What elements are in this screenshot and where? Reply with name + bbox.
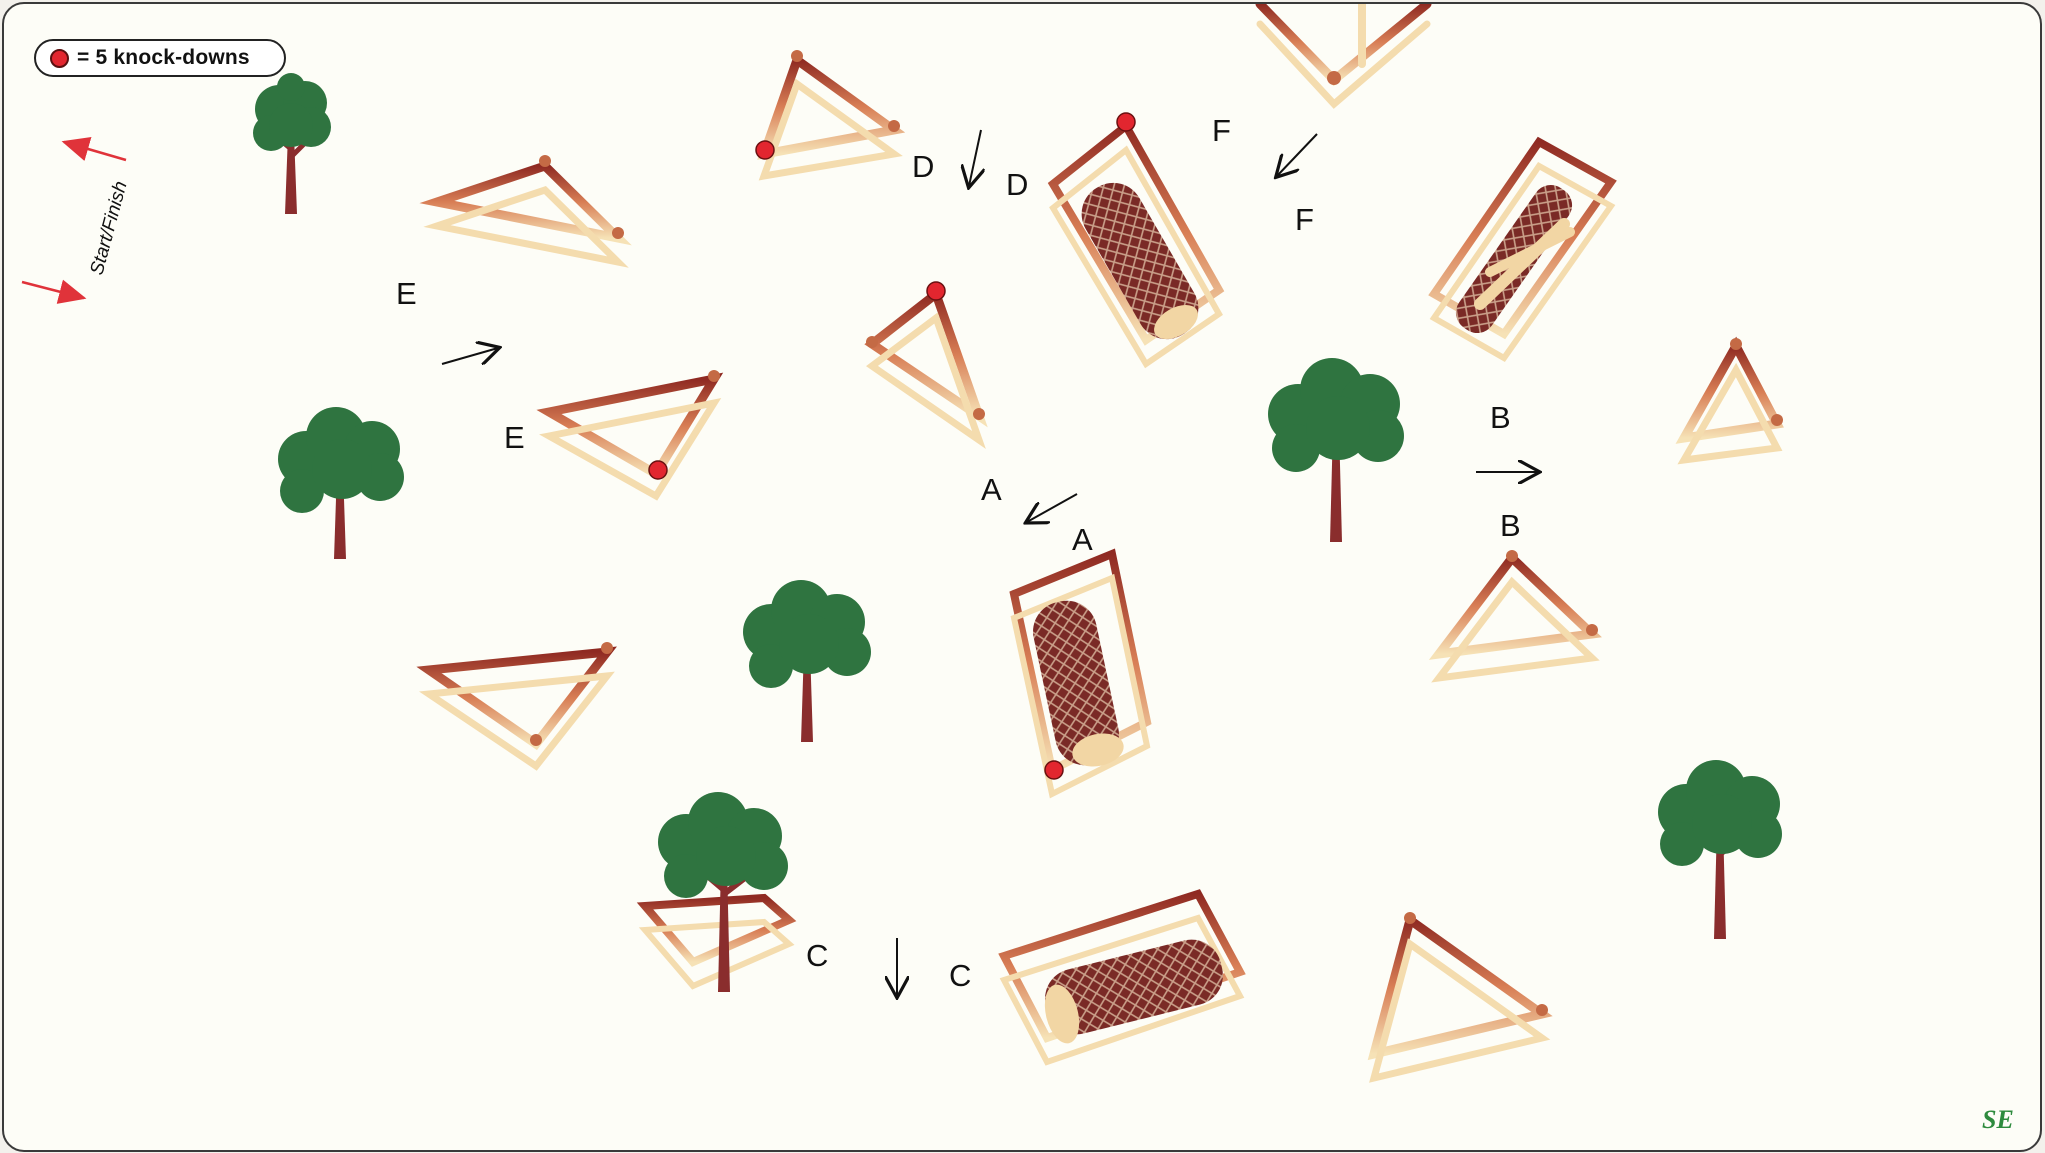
jump-label-f-in: F — [1212, 113, 1231, 148]
jump-label-a-in: A — [981, 472, 1002, 507]
tree-icon — [658, 792, 788, 992]
direction-arrow-icon — [1277, 134, 1317, 176]
jump-label-c-out: C — [949, 958, 971, 993]
knockdown-marker-icon — [50, 49, 69, 68]
log-jump-icon — [1053, 122, 1219, 384]
jump-label-a-out: A — [1072, 522, 1093, 557]
tree-icon — [278, 407, 404, 559]
jump-label-d-out: D — [1006, 167, 1028, 202]
triangle-fence-icon — [1374, 912, 1548, 1114]
knockdown-marker-icon — [1117, 113, 1135, 131]
direction-arrow-icon — [969, 130, 981, 186]
jump-label-d-in: D — [912, 149, 934, 184]
knockdown-marker-icon — [756, 141, 774, 159]
triangle-fence-icon — [1684, 338, 1783, 494]
tree-icon — [1268, 358, 1404, 542]
start-finish-arrow-icon — [64, 142, 126, 160]
direction-arrow-icon — [1027, 494, 1077, 522]
course-diagram: Start/Finish E E D D F F A A B B C C SE — [4, 4, 2040, 1150]
triangle-fence-icon — [764, 50, 900, 204]
jump-label-b-in: B — [1490, 400, 1511, 435]
log-jump-icon — [1004, 890, 1240, 1090]
start-finish-label: Start/Finish — [87, 179, 132, 277]
jump-label-f-out: F — [1295, 202, 1314, 237]
knockdown-marker-icon — [649, 461, 667, 479]
triangle-fence-icon — [1260, 4, 1427, 256]
signature: SE — [1982, 1105, 2014, 1134]
knockdown-marker-icon — [927, 282, 945, 300]
log-jump-icon — [1434, 138, 1611, 384]
triangle-fence-icon — [429, 642, 613, 794]
jump-label-b-out: B — [1500, 508, 1521, 543]
triangle-fence-icon — [1439, 550, 1598, 708]
triangle-fence-icon — [866, 292, 985, 469]
legend: = 5 knock-downs — [34, 39, 286, 77]
log-jump-icon — [1014, 550, 1147, 830]
start-finish-arrow-icon — [22, 282, 84, 298]
triangle-fence-icon — [645, 898, 789, 1010]
direction-arrow-icon — [442, 348, 498, 364]
jump-label-e-out: E — [504, 420, 525, 455]
tree-icon — [1658, 760, 1782, 939]
tree-icon — [743, 580, 871, 742]
triangle-fence-icon — [437, 155, 624, 294]
jump-label-c-in: C — [806, 938, 828, 973]
tree-icon — [253, 73, 331, 214]
jump-label-e-in: E — [396, 276, 417, 311]
knockdown-marker-icon — [1045, 761, 1063, 779]
triangle-fence-icon — [549, 370, 720, 528]
legend-text: = 5 knock-downs — [77, 46, 250, 70]
